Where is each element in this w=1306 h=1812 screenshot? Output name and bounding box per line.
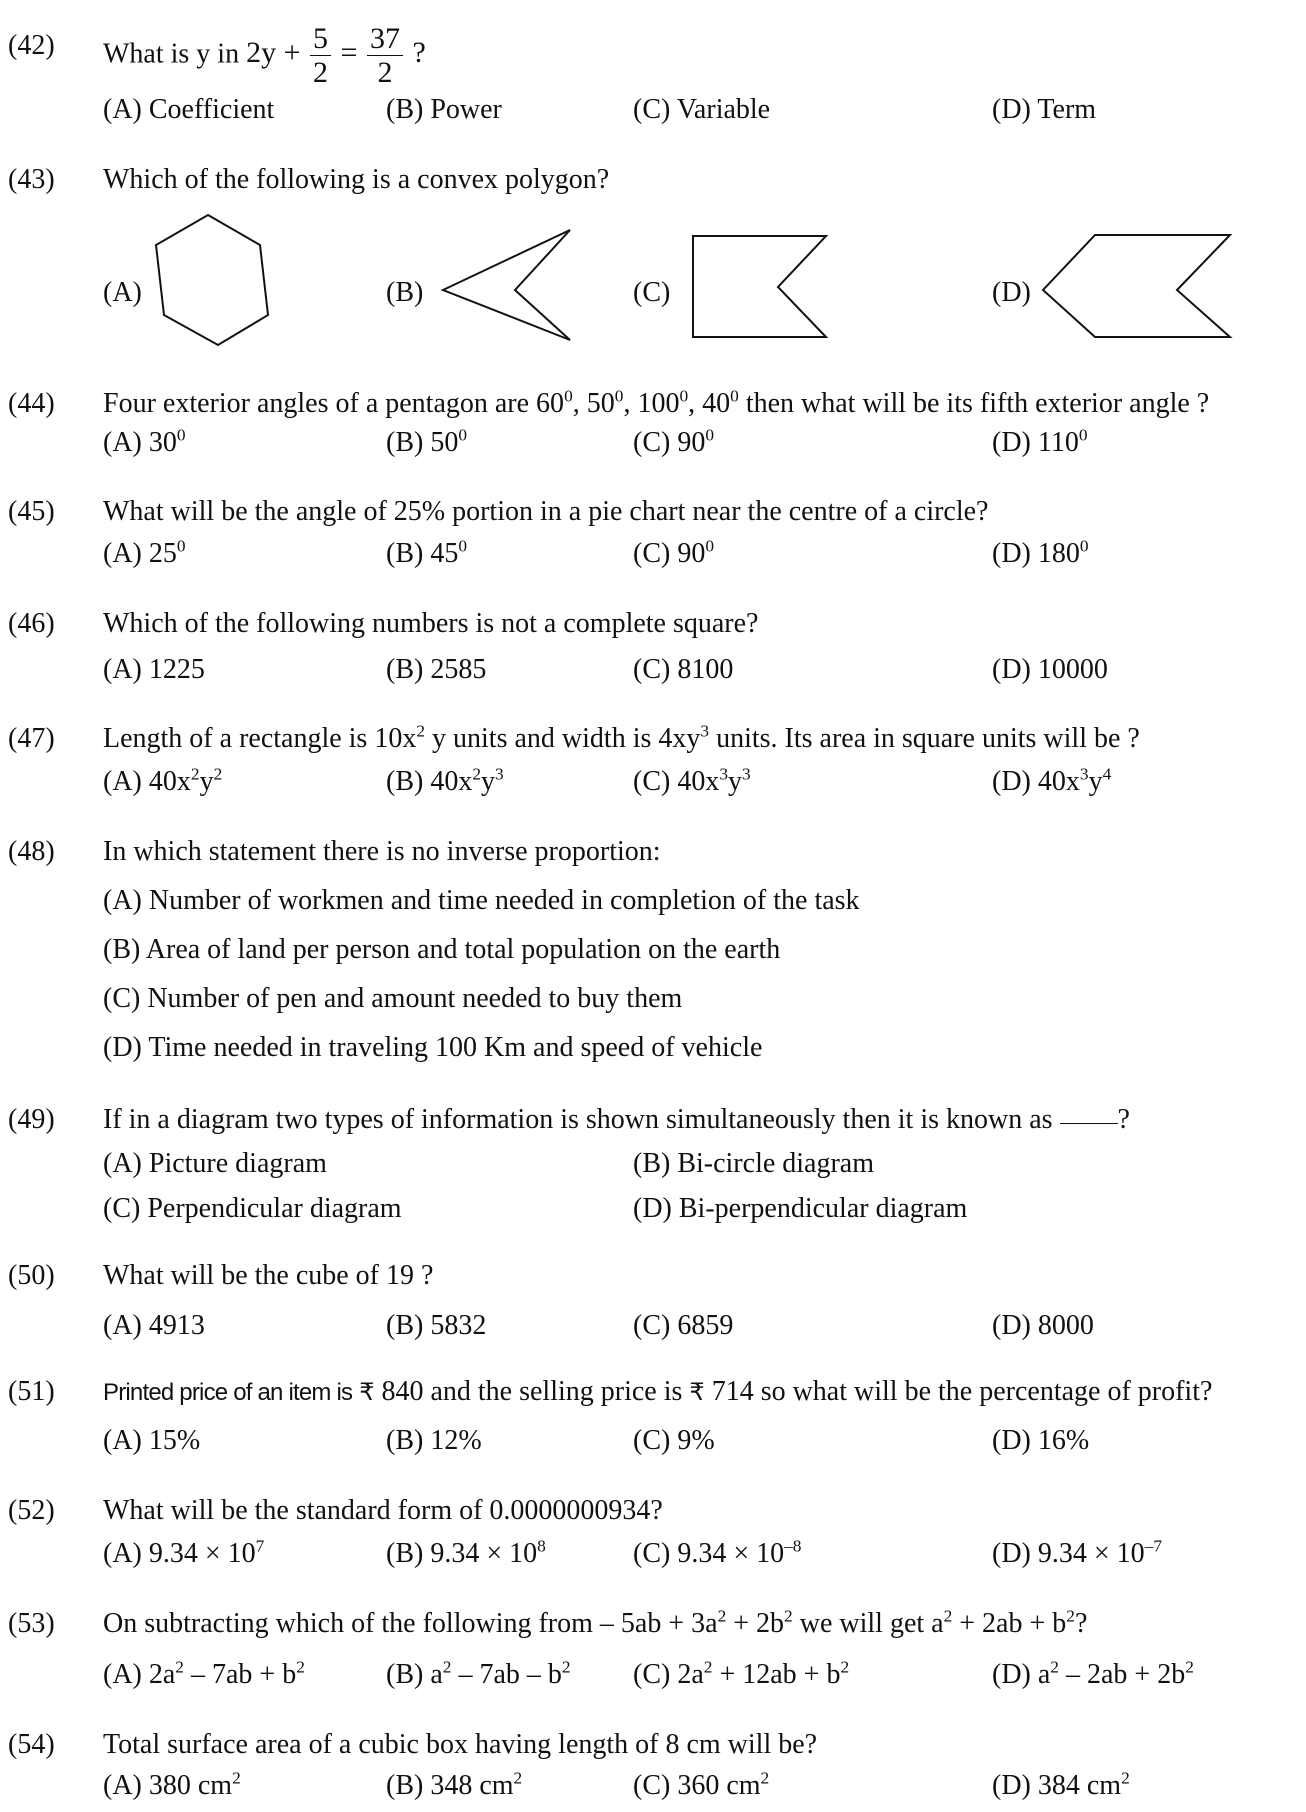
option-a[interactable]: (A) 250 [103,536,186,569]
question-stem: What will be the angle of 25% portion in… [103,496,989,527]
question-stem: Length of a rectangle is 10x2 y units an… [103,721,1140,754]
option-c[interactable]: (C) 40x3y3 [633,764,751,797]
option-b[interactable]: (B) Bi-circle diagram [633,1148,875,1179]
question-stem: Total surface area of a cubic box having… [103,1729,818,1760]
concave-chevron-shape [1041,234,1233,338]
option-d[interactable]: (D) 40x3y4 [992,764,1112,797]
question-number: (47) [8,723,55,754]
option-c[interactable]: (C) Perpendicular diagram [103,1193,402,1224]
question-number: (49) [8,1104,55,1135]
question-number: (45) [8,496,55,527]
option-d[interactable]: (D) Term [992,94,1097,125]
question-number: (44) [8,388,55,419]
option-c[interactable]: (C) 9.34 × 10–8 [633,1536,802,1569]
question-stem: On subtracting which of the following fr… [103,1606,1088,1639]
option-d[interactable]: (D) a2 – 2ab + 2b2 [992,1657,1194,1690]
option-c[interactable]: (C) 6859 [633,1310,734,1341]
option-c[interactable]: (C) 8100 [633,654,734,685]
answer-blank [1059,1123,1118,1124]
rupee-icon: ₹ [359,1378,375,1406]
question-number: (43) [8,164,55,195]
option-c[interactable]: (C) Variable [633,94,771,125]
option-a[interactable]: (A) 2a2 – 7ab + b2 [103,1657,305,1690]
notched-rectangle-shape [692,235,829,338]
question-stem: Printed price of an item is ₹ 840 and th… [103,1376,1213,1407]
question-stem: Four exterior angles of a pentagon are 6… [103,386,1210,419]
option-b[interactable]: (B) a2 – 7ab – b2 [386,1657,571,1690]
option-c[interactable]: (C) [633,277,671,308]
question-number: (54) [8,1729,55,1760]
option-d[interactable]: (D) 16% [992,1425,1090,1456]
option-a[interactable]: (A) Coefficient [103,94,275,125]
option-d[interactable]: (D) 9.34 × 10–7 [992,1536,1163,1569]
option-a[interactable]: (A) 9.34 × 107 [103,1536,265,1569]
option-b[interactable]: (B) 2585 [386,654,487,685]
rupee-icon: ₹ [689,1378,705,1406]
concave-arrow-shape [440,229,571,341]
option-a[interactable]: (A) 1225 [103,654,205,685]
option-c[interactable]: (C) 2a2 + 12ab + b2 [633,1657,850,1690]
option-a[interactable]: (A) Picture diagram [103,1148,327,1179]
option-c[interactable]: (C) 9% [633,1425,715,1456]
option-c[interactable]: (C) 900 [633,425,715,458]
question-number: (53) [8,1608,55,1639]
option-b[interactable]: (B) Area of land per person and total po… [103,934,781,965]
option-a[interactable]: (A) Number of workmen and time needed in… [103,885,860,916]
option-d[interactable]: (D) Bi-perpendicular diagram [633,1193,968,1224]
question-stem: In which statement there is no inverse p… [103,836,661,867]
option-b[interactable]: (B) 12% [386,1425,482,1456]
question-number: (51) [8,1376,55,1407]
hexagon-shape [154,213,270,347]
option-a[interactable]: (A) [103,277,142,308]
question-stem: Which of the following is a convex polyg… [103,164,610,195]
option-b[interactable]: (B) [386,277,424,308]
option-d[interactable]: (D) Time needed in traveling 100 Km and … [103,1032,763,1063]
question-number: (42) [8,30,55,61]
option-d[interactable]: (D) 1800 [992,536,1089,569]
question-stem: What will be the standard form of 0.0000… [103,1495,663,1526]
option-b[interactable]: (B) 5832 [386,1310,487,1341]
question-stem: Which of the following numbers is not a … [103,608,759,639]
option-d[interactable]: (D) 1100 [992,425,1088,458]
question-number: (52) [8,1495,55,1526]
option-a[interactable]: (A) 40x2y2 [103,764,223,797]
option-d[interactable]: (D) 8000 [992,1310,1094,1341]
question-number: (48) [8,836,55,867]
option-c[interactable]: (C) 900 [633,536,715,569]
option-d[interactable]: (D) [992,277,1031,308]
option-b[interactable]: (B) 450 [386,536,468,569]
option-a[interactable]: (A) 300 [103,425,186,458]
option-a[interactable]: (A) 380 cm2 [103,1768,241,1801]
option-b[interactable]: (B) 500 [386,425,468,458]
option-d[interactable]: (D) 384 cm2 [992,1768,1130,1801]
option-b[interactable]: (B) 40x2y3 [386,764,504,797]
option-a[interactable]: (A) 4913 [103,1310,205,1341]
option-b[interactable]: (B) Power [386,94,502,125]
question-number: (50) [8,1260,55,1291]
question-stem: If in a diagram two types of information… [103,1104,1130,1135]
option-c[interactable]: (C) 360 cm2 [633,1768,770,1801]
option-d[interactable]: (D) 10000 [992,654,1108,685]
option-b[interactable]: (B) 348 cm2 [386,1768,523,1801]
question-number: (46) [8,608,55,639]
option-b[interactable]: (B) 9.34 × 108 [386,1536,546,1569]
polygon-shapes [154,213,1233,347]
question-stem: What will be the cube of 19 ? [103,1260,434,1291]
option-c[interactable]: (C) Number of pen and amount needed to b… [103,983,683,1014]
option-a[interactable]: (A) 15% [103,1425,201,1456]
